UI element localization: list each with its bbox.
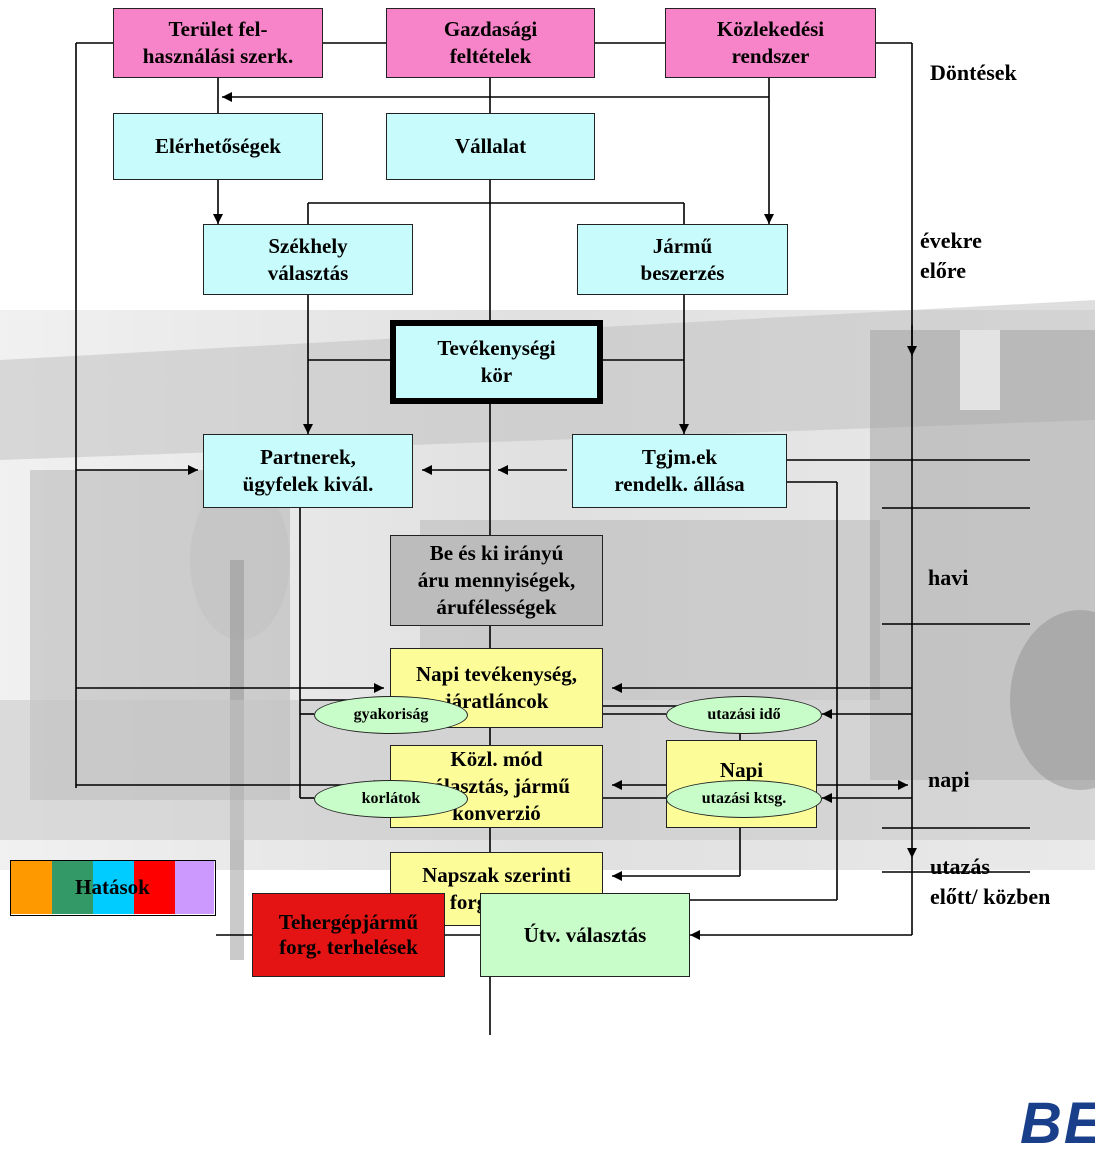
impacts-color-strip: Hatások	[10, 860, 216, 916]
travel-cost-oval: utazási ktsg.	[666, 780, 822, 818]
impact-strip-purple	[175, 861, 214, 914]
travel-time-oval: utazási idő	[666, 696, 822, 734]
economic-conditions-box: Gazdasági feltételek	[386, 8, 595, 78]
accessibility-box: Elérhetőségek	[113, 113, 323, 180]
land-use-structure-box: Terület fel- használási szerk.	[113, 8, 323, 78]
partners-selection-box: Partnerek, ügyfelek kivál.	[203, 434, 413, 508]
truck-fleet-availability-box: Tgjm.ek rendelk. állása	[572, 434, 787, 508]
company-box: Vállalat	[386, 113, 595, 180]
constraints-oval: korlátok	[314, 780, 468, 818]
impact-strip-red	[134, 861, 175, 914]
headquarters-choice-box: Székhely választás	[203, 224, 413, 295]
frequency-oval: gyakoriság	[314, 696, 468, 734]
daily-activity-box: Napi tevékenység, járatláncok	[390, 648, 603, 728]
route-choice-box: Útv. választás	[480, 893, 690, 977]
truck-traffic-loads-box: Tehergépjármű forg. terhelések	[252, 893, 445, 977]
period-label-decisions: Döntések	[930, 60, 1017, 85]
period-label-trip: utazás előtt/ közben	[930, 854, 1051, 909]
period-label-monthly: havi	[928, 565, 969, 590]
transport-system-box: Közlekedési rendszer	[665, 8, 876, 78]
logo-fragment: BE	[1020, 1091, 1095, 1156]
impact-strip-green	[52, 861, 93, 914]
goods-quantities-box: Be és ki irányú áru mennyiségek, áruféle…	[390, 535, 603, 626]
period-label-years-ahead: évekre előre	[920, 228, 982, 283]
impact-strip-blue	[93, 861, 134, 914]
activity-scope-box: Tevékenységi kör	[390, 320, 603, 404]
impact-strip-orange	[11, 861, 52, 914]
vehicle-purchase-box: Jármű beszerzés	[577, 224, 788, 295]
period-label-daily: napi	[928, 767, 970, 792]
impacts-label: Hatások	[75, 875, 150, 899]
